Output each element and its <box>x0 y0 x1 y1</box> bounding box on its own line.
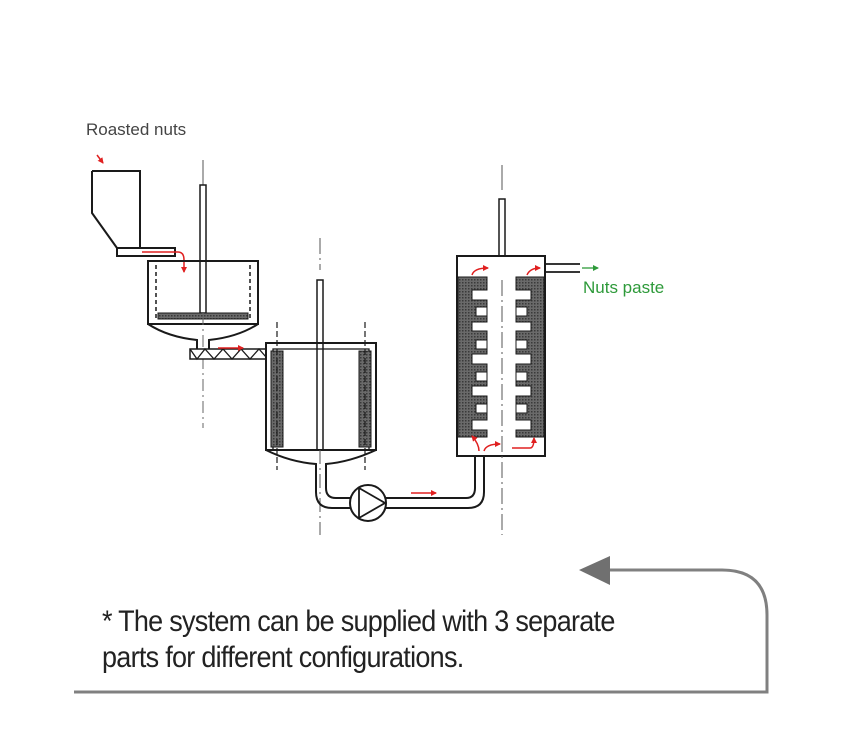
fine-mill <box>456 165 580 535</box>
note-line-1: * The system can be supplied with 3 sepa… <box>102 605 615 638</box>
mixing-vessel <box>147 160 259 428</box>
pipe <box>315 452 485 509</box>
mill-flow-arrows <box>471 265 541 452</box>
input-arrow-icon <box>96 154 104 164</box>
screw-conveyor <box>189 347 267 361</box>
note-line-2: parts for different configurations. <box>102 641 464 674</box>
flow-arrow-hopper <box>142 251 187 273</box>
input-label: Roasted nuts <box>86 120 187 139</box>
output-label: Nuts paste <box>583 278 665 297</box>
hopper <box>91 170 176 257</box>
grinding-vessel <box>265 238 377 535</box>
configuration-note: * The system can be supplied with 3 sepa… <box>102 604 615 676</box>
note-callout-arrow <box>74 556 769 694</box>
pump-icon <box>349 484 387 522</box>
